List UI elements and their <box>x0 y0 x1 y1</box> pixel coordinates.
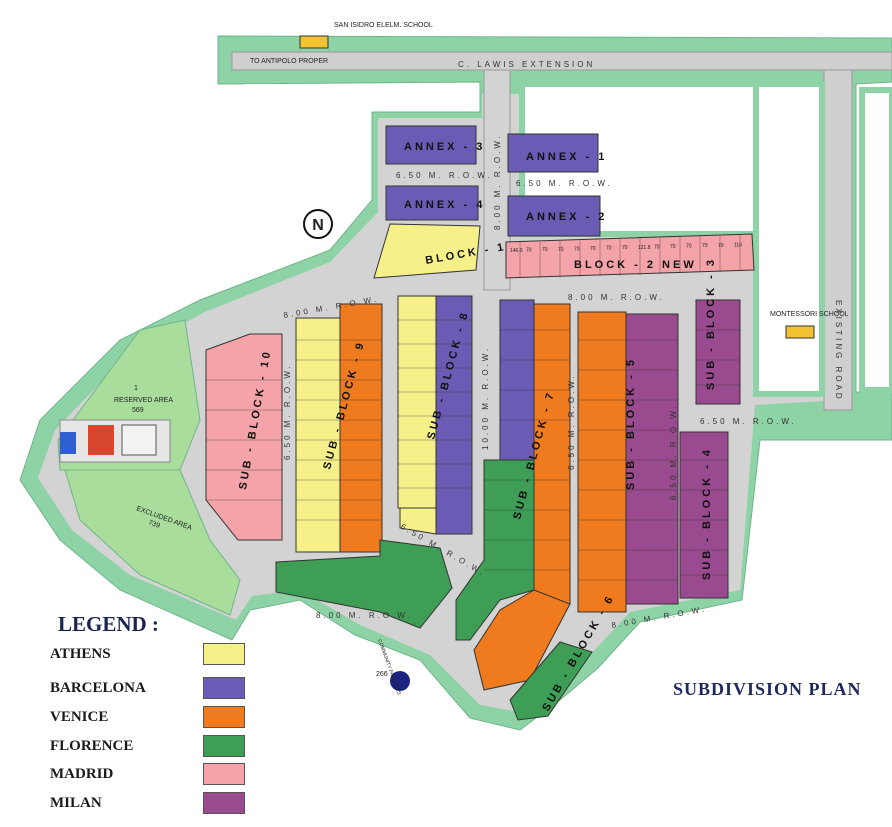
road-label-800-bottom: 8.00 M. R.O.W. <box>316 611 413 620</box>
lot-value: 70 <box>654 244 660 250</box>
sub-block-7-barcelona <box>499 299 535 461</box>
sub-block-7-venice-tip <box>473 589 571 691</box>
sub-block-8-barcelona <box>435 295 473 535</box>
lot-value: 70 <box>542 247 548 253</box>
legend-item-label: MADRID <box>50 765 114 782</box>
sub-block-5-label: SUB - BLOCK - 5 <box>625 357 637 490</box>
block-2 <box>505 233 755 279</box>
legend-swatch <box>203 706 245 728</box>
sub-block-6 <box>509 641 593 721</box>
sub-block-5-venice <box>577 311 627 613</box>
lot-value: 146.0 <box>510 248 523 254</box>
annex-1-label: ANNEX - 1 <box>526 151 607 163</box>
road-label-650-sub4: 6.50 M. R.O.W. <box>669 403 678 500</box>
montessori-label: MONTESSORI SCHOOL <box>770 311 849 318</box>
sub-block-7-florence <box>455 459 535 641</box>
north-label: N <box>312 217 324 234</box>
annex-1-block <box>507 133 599 173</box>
legend-title: LEGEND : <box>58 612 159 636</box>
community-facility-marker <box>390 671 410 691</box>
plan-title: SUBDIVISION PLAN <box>673 679 862 699</box>
annex-3-label: ANNEX - 3 <box>404 141 485 153</box>
clubhouse <box>88 425 114 455</box>
open-land-3 <box>753 81 825 397</box>
open-land-2 <box>246 84 476 110</box>
florence-row <box>275 539 453 629</box>
block-2-label: BLOCK - 2 NEW <box>574 259 697 271</box>
annex-4-block <box>385 185 479 221</box>
lot-value: 70 <box>590 246 596 252</box>
lot-grid <box>206 235 741 581</box>
road-label-lawis: C. LAWIS EXTENSION <box>458 60 595 69</box>
road-label-650-sub9: 6.50 M. R.O.W. <box>283 363 292 460</box>
legend-item-label: VENICE <box>50 708 109 725</box>
lot-value: 70 <box>686 244 692 250</box>
road-label-800-vert: 8.00 M. R.O.W. <box>493 133 502 230</box>
road-label-1000: 10.00 M. R.O.W. <box>481 346 490 450</box>
sub-block-8-barcelona-tip <box>399 507 437 535</box>
lot-value: 70 <box>622 245 628 251</box>
sub-block-9-venice <box>339 303 383 553</box>
legend-swatch <box>203 763 245 785</box>
open-land-4 <box>859 87 892 393</box>
sub-block-8-athens <box>397 295 437 509</box>
road-label-existing: EXISTING ROAD <box>834 300 843 402</box>
annex-3-block <box>385 125 477 165</box>
court <box>121 424 157 456</box>
lot-value: 70 <box>558 247 564 253</box>
school-label: SAN ISIDRO ELELM. SCHOOL <box>334 22 433 29</box>
pool <box>60 432 76 454</box>
lot-value: 70 <box>718 243 724 249</box>
montessori-building <box>785 325 815 339</box>
road-label-650-sub5: 6.50 M. R.O.W. <box>567 373 576 470</box>
sub-block-3-label: SUB - BLOCK - 3 <box>705 257 717 390</box>
road-label-650-annex-r: 6.50 M. R.O.W. <box>516 179 613 188</box>
lawis-road <box>231 51 892 71</box>
lot-value: 70 <box>606 246 612 252</box>
sub-block-7-venice <box>533 303 571 605</box>
legend-swatch <box>203 792 245 814</box>
excluded-area-value: 739 <box>147 519 160 530</box>
legend-item-label: FLORENCE <box>50 737 134 754</box>
sub-block-4 <box>679 431 729 599</box>
sub-block-3 <box>695 299 741 405</box>
excluded-area <box>64 469 241 616</box>
reserved-label: RESERVED AREA <box>114 397 173 404</box>
sub-block-5-milan <box>625 313 679 605</box>
reserved-no: 1 <box>134 385 138 392</box>
legend-swatch <box>203 643 245 665</box>
road-label-800-top: 8.00 M. R.O.W. <box>568 293 665 302</box>
legend-swatch <box>203 735 245 757</box>
road-label-650-annex: 6.50 M. R.O.W. <box>396 171 493 180</box>
lot-value: 121.8 <box>638 245 651 251</box>
lot-value: 70 <box>526 248 532 254</box>
road-label-antipolo: TO ANTIPOLO PROPER <box>250 58 328 65</box>
community-area-value: 266 <box>376 671 388 678</box>
legend-item-label: BARCELONA <box>50 679 146 696</box>
annex-2-block <box>507 195 601 237</box>
school-building <box>299 35 329 49</box>
reserved-area-value: 569 <box>132 407 144 414</box>
sub-block-4-label: SUB - BLOCK - 4 <box>701 447 713 580</box>
annex-2-label: ANNEX - 2 <box>526 211 607 223</box>
legend-item-label: ATHENS <box>50 645 111 662</box>
lot-value: 70 <box>670 244 676 250</box>
north-arrow <box>303 209 333 239</box>
annex-4-label: ANNEX - 4 <box>404 199 485 211</box>
legend-item-label: MILAN <box>50 794 102 811</box>
lot-value: 70 <box>574 246 580 252</box>
legend-swatch <box>203 677 245 699</box>
lot-value: 116 <box>734 242 742 248</box>
lot-value: 70 <box>702 243 708 249</box>
road-label-650-right: 6.50 M. R.O.W. <box>700 417 797 426</box>
block-1 <box>373 223 481 279</box>
